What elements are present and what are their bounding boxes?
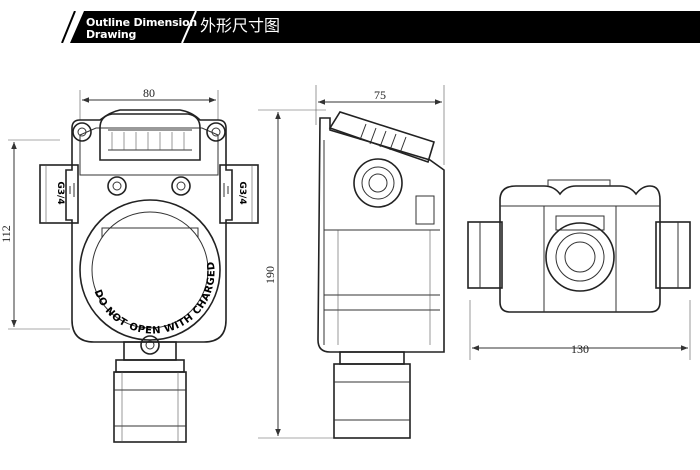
- ear-top-right: [206, 122, 226, 142]
- front-sensor-head: [113, 371, 187, 443]
- side-height-label: 190: [263, 266, 277, 284]
- header-title-en: Outline Dimension Drawing: [86, 16, 198, 41]
- side-depth-dimension: 75: [315, 85, 445, 165]
- screw-icon: [107, 176, 191, 355]
- top-right-tube: [655, 221, 691, 289]
- front-width-label: 80: [143, 86, 155, 100]
- front-view: 80 112 G3/4 G3/4: [0, 0, 259, 443]
- top-view: 130: [467, 179, 691, 360]
- side-neck: [339, 351, 405, 365]
- front-neck: [123, 341, 177, 361]
- front-height-label: 112: [0, 225, 13, 243]
- left-flange: [39, 164, 79, 224]
- top-width-dimension: 130: [469, 300, 691, 360]
- header-title-cn: 外形尺寸图: [200, 16, 281, 35]
- front-housing: [65, 109, 233, 343]
- ear-top-left: [72, 122, 92, 142]
- side-view: 75 190: [258, 85, 445, 439]
- thread-label-right: G3/4: [237, 181, 247, 204]
- warning-text: DO NOT OPEN WITH CHARGED.: [0, 0, 218, 337]
- front-window-inner: [91, 211, 209, 329]
- header-bar: [61, 11, 700, 43]
- header-banner: Outline Dimension Drawing 外形尺寸图: [0, 11, 700, 43]
- top-left-tube: [467, 221, 503, 289]
- side-gland-icon: [353, 158, 403, 208]
- ground-icon: [65, 183, 233, 197]
- front-width-dimension: 80: [79, 86, 219, 120]
- side-cap: [328, 111, 435, 164]
- top-width-label: 130: [571, 342, 589, 356]
- thread-label-left: G3/4: [55, 181, 65, 204]
- top-body: [499, 185, 661, 313]
- side-sensor-head: [333, 363, 411, 439]
- top-gland-icon: [545, 222, 615, 292]
- side-depth-label: 75: [374, 88, 386, 102]
- side-height-dimension: 190: [258, 109, 336, 439]
- side-body: [317, 117, 445, 353]
- front-top-cap: [99, 113, 201, 161]
- front-height-dimension: 112: [0, 139, 70, 330]
- right-flange: [219, 164, 259, 224]
- front-window-outer: [79, 199, 221, 341]
